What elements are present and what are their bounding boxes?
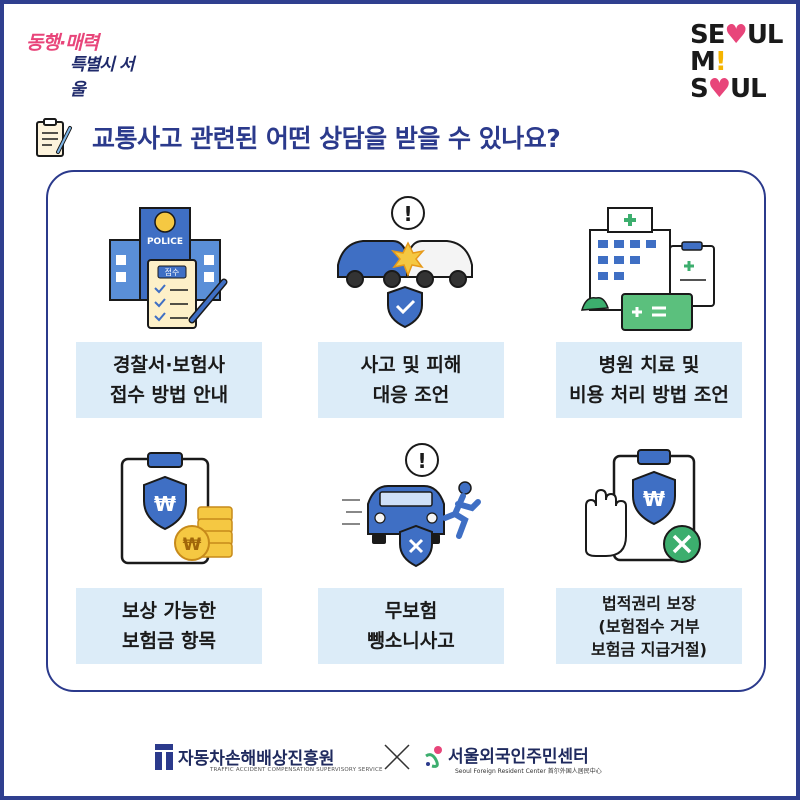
svg-text:!: ! [403,202,412,226]
car-crash-icon: ! [337,196,473,329]
footer: 자동차손해배상진흥원 TRAFFIC ACCIDENT COMPENSATION… [0,738,800,778]
svg-text:₩: ₩ [183,535,202,555]
police-sign: POLICE [147,237,183,247]
logo-line2: 특별시 서울 [70,55,134,100]
logo-row2: M! S♥UL [690,47,767,104]
sfrc-name: 서울외국인주민센터 [448,747,589,767]
clipboard-pen-icon [36,118,72,157]
seoul-my-soul-logo: SE♥UL M! S♥UL [690,20,783,103]
logo-line1: 동행·매력 [26,32,99,54]
hit-and-run-icon: ! [342,443,481,568]
police-station-icon: POLICE 접수 [109,207,228,329]
form-label: 접수 [165,267,180,277]
sfrc-english-name: Seoul Foreign Resident Center 首尔外国人居民中心 [455,768,602,775]
page-title: 교통사고 관련된 어떤 상담을 받을 수 있나요? [92,124,561,153]
logo-row1: SE♥UL [690,20,783,50]
kaca-logo-icon [155,744,173,770]
sfrc-logo-icon [425,746,442,768]
collaboration-x-icon [384,744,410,770]
svg-text:₩: ₩ [643,487,665,511]
svg-text:₩: ₩ [154,492,176,516]
kaca-name: 자동차손해배상진흥원 [178,749,335,769]
insurance-coins-icon: ₩ ₩ [120,452,233,565]
svg-text:!: ! [417,449,426,473]
consultation-panel [46,170,766,692]
rights-protection-icon: ₩ [585,449,701,563]
hospital-icon [580,207,715,331]
seoul-city-slogan-logo: 동행·매력 특별시 서울 [26,28,146,100]
kaca-english-name: TRAFFIC ACCIDENT COMPENSATION SUPERVISOR… [210,767,383,773]
